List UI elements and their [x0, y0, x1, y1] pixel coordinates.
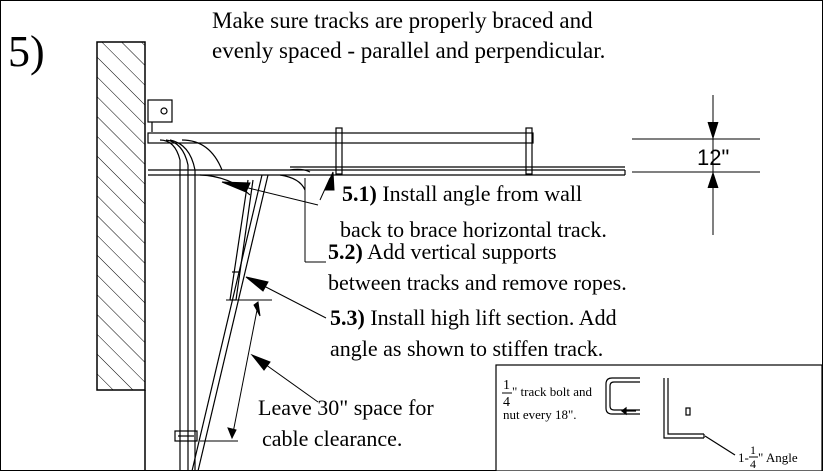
callout-5-3-line-2: angle as shown to stiffen track. — [330, 336, 603, 361]
horizontal-track — [148, 166, 626, 176]
headline-line-2: evenly spaced - parallel and perpendicul… — [212, 38, 605, 63]
dimension-label: 12" — [697, 145, 729, 170]
angle-fraction-num: 1 — [750, 443, 756, 457]
bolt-fraction-den: 4 — [503, 395, 510, 410]
horizontal-angle-brace — [147, 132, 534, 144]
dimension-12in — [632, 95, 760, 235]
bottom-bracket — [174, 430, 198, 442]
clearance-note-line-2: cable clearance. — [262, 426, 402, 451]
callout-5-3-line-1: 5.3) Install high lift section. Add — [330, 305, 617, 330]
vertical-supports — [335, 127, 533, 175]
bolt-fraction-num: 1 — [503, 378, 510, 393]
angle-suffix: " Angle — [758, 450, 798, 465]
angle-fraction-den: 4 — [750, 457, 756, 471]
callout-5-1-line-1: 5.1) Install angle from wall — [342, 181, 582, 206]
high-lift-section — [191, 174, 269, 471]
callout-leader-clearance — [200, 299, 319, 442]
angle-prefix: 1- — [738, 450, 749, 465]
wall — [96, 41, 146, 471]
detail-inset: 1 4 " track bolt and nut every 18". 1- 1… — [495, 364, 823, 471]
headline-line-1: Make sure tracks are properly braced and — [212, 8, 593, 33]
wall-bracket — [147, 99, 173, 132]
bolt-note-line-1: " track bolt and — [512, 384, 593, 399]
callout-5-2-line-1: 5.2) Add vertical supports — [328, 239, 557, 264]
callout-leader-5-2 — [304, 178, 326, 263]
callout-leader-5-1 — [221, 171, 335, 206]
callout-leader-5-3 — [245, 276, 327, 319]
step-number: 5) — [8, 27, 45, 76]
clearance-note-line-1: Leave 30" space for — [258, 395, 434, 420]
bolt-note-line-2: nut every 18". — [503, 407, 577, 422]
callout-5-1-line-2: back to brace horizontal track. — [340, 217, 607, 242]
track-profile-detail — [605, 377, 736, 456]
radius-track — [159, 139, 311, 471]
callout-5-2-line-2: between tracks and remove ropes. — [328, 270, 627, 295]
